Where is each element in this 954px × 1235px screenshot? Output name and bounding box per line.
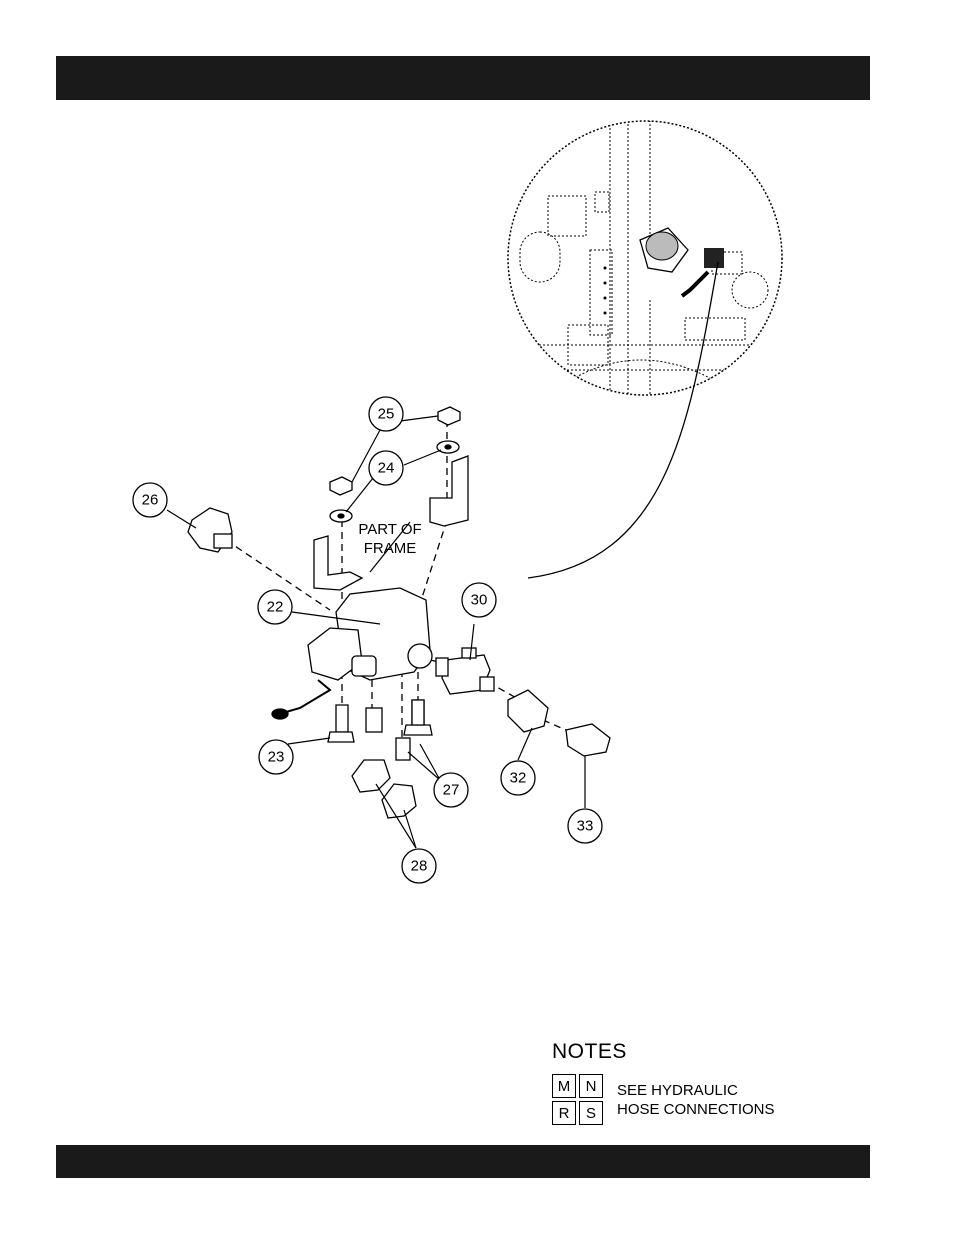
svg-text:32: 32	[510, 770, 527, 787]
svg-text:25: 25	[378, 406, 395, 423]
svg-text:26: 26	[142, 492, 159, 509]
notes-key-grid: M N R S	[552, 1074, 603, 1125]
svg-text:23: 23	[268, 749, 285, 766]
callout-30: 30	[462, 583, 496, 617]
svg-text:28: 28	[411, 858, 428, 875]
part-of-frame-line1: PART OF	[358, 521, 421, 538]
callout-25: 25	[369, 397, 403, 431]
part-of-frame-line2: FRAME	[364, 540, 417, 557]
callout-28: 28	[402, 849, 436, 883]
callout-27: 27	[434, 773, 468, 807]
notes-text-line2: HOSE CONNECTIONS	[617, 1100, 775, 1119]
callout-23: 23	[259, 740, 293, 774]
callout-26: 26	[133, 483, 167, 517]
detail-inset	[508, 120, 782, 578]
callout-22: 22	[258, 590, 292, 624]
callout-24: 24	[369, 451, 403, 485]
note-key-r: R	[552, 1101, 576, 1125]
note-key-n: N	[579, 1074, 603, 1098]
notes-section: NOTES M N R S SEE HYDRAULIC HOSE CONNECT…	[552, 1040, 852, 1125]
svg-text:27: 27	[443, 782, 460, 799]
notes-text-line1: SEE HYDRAULIC	[617, 1081, 775, 1100]
svg-text:30: 30	[471, 592, 488, 609]
note-key-m: M	[552, 1074, 576, 1098]
svg-text:24: 24	[378, 460, 395, 477]
callout-32: 32	[501, 761, 535, 795]
notes-title: NOTES	[552, 1040, 852, 1064]
notes-row: M N R S SEE HYDRAULIC HOSE CONNECTIONS	[552, 1074, 852, 1125]
svg-text:22: 22	[267, 599, 284, 616]
svg-text:33: 33	[577, 818, 594, 835]
callout-33: 33	[568, 809, 602, 843]
notes-description: SEE HYDRAULIC HOSE CONNECTIONS	[617, 1081, 775, 1119]
note-key-s: S	[579, 1101, 603, 1125]
